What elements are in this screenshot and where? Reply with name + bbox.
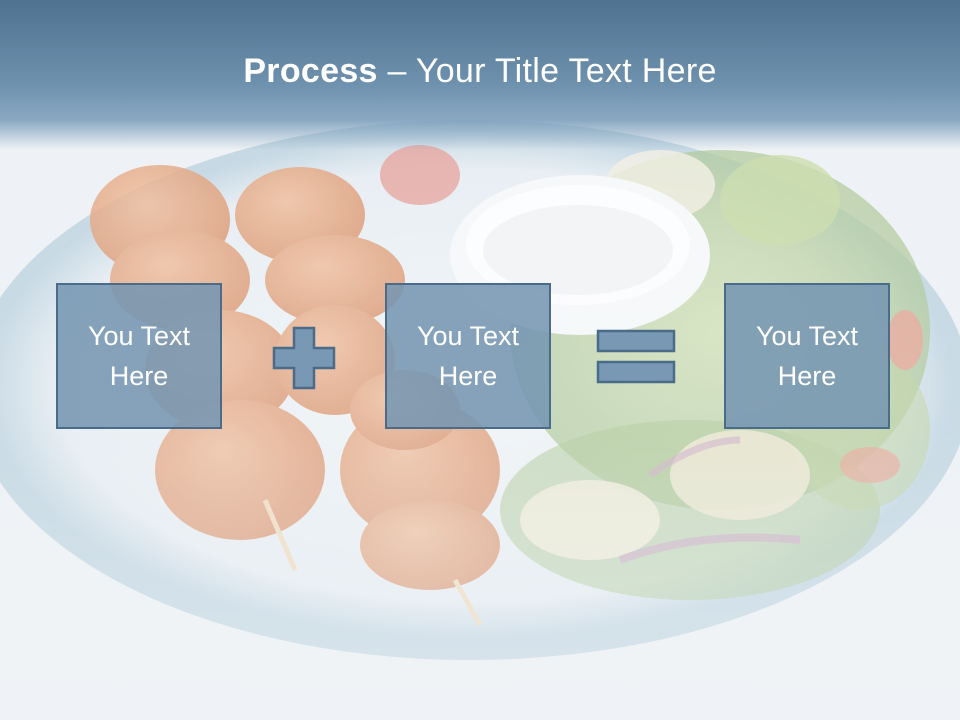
title-band bbox=[0, 0, 960, 150]
process-box-3: You Text Here bbox=[724, 283, 890, 429]
title-rest: – Your Title Text Here bbox=[377, 52, 717, 90]
title-bold: Process bbox=[243, 52, 378, 90]
process-box-2: You Text Here bbox=[385, 283, 551, 429]
process-box-1: You Text Here bbox=[56, 283, 222, 429]
equals-icon bbox=[596, 329, 676, 384]
slide-title: Process – Your Title Text Here bbox=[0, 52, 960, 91]
plus-icon bbox=[272, 326, 336, 390]
